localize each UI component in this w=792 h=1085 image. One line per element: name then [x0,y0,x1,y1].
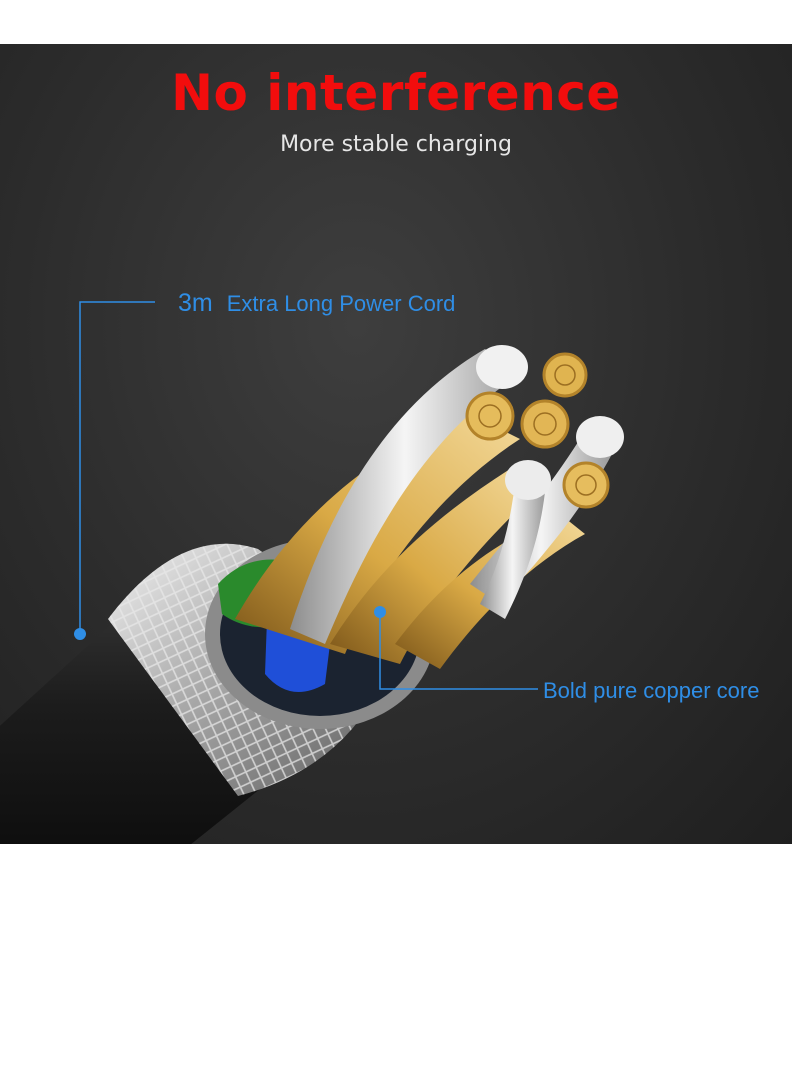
subheadline: More stable charging [280,132,512,157]
cable-cross-section-illustration [0,301,624,844]
length-label: Extra Long Power Cord [226,291,456,316]
core-callout: Bold pure copper core [543,678,760,703]
length-callout: 3m Extra Long Power Cord [178,288,455,319]
headline: No interference [171,64,621,122]
length-callout-line [79,301,155,634]
length-callout-dot [74,628,86,640]
wire-end-caps [465,345,624,509]
product-photo-panel: No interference More stable charging 3m E… [0,44,792,844]
length-value: 3m [178,289,213,317]
core-callout-line [379,612,538,690]
silver-wire [290,349,520,644]
core-callout-dot [374,606,386,618]
